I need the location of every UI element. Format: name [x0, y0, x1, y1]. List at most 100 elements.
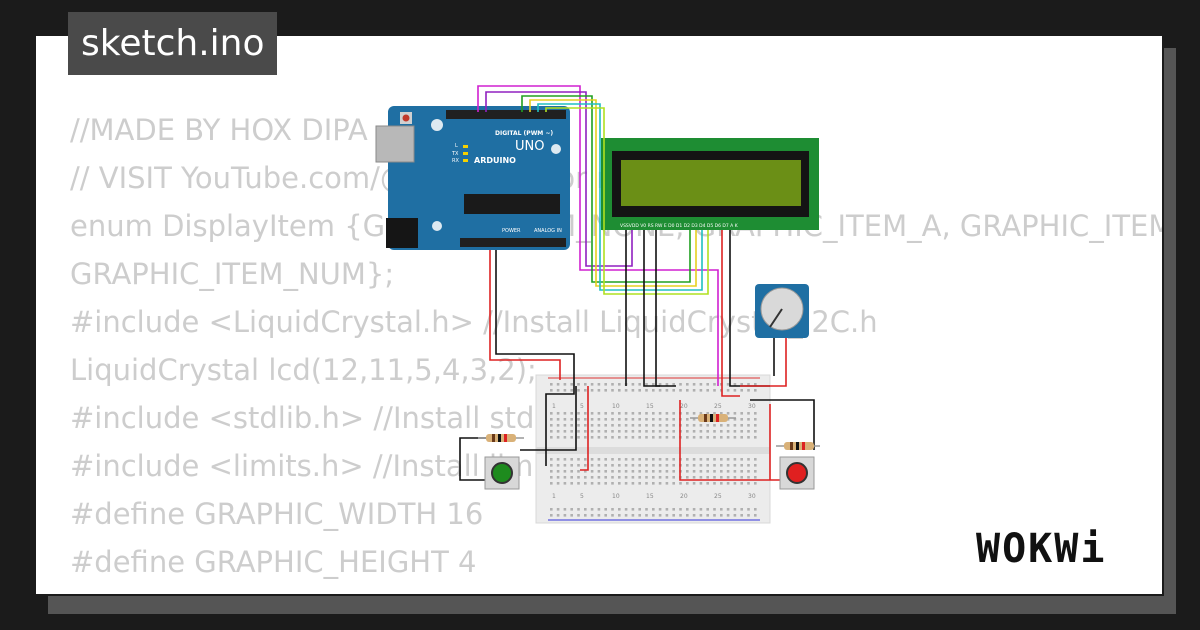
breadboard-hole: [733, 412, 737, 415]
resistor[interactable]: [690, 414, 736, 422]
breadboard-hole: [652, 383, 655, 386]
breadboard-hole: [597, 383, 601, 386]
breadboard-hole: [597, 389, 601, 392]
breadboard-hole: [740, 470, 743, 473]
breadboard-hole: [726, 514, 730, 517]
breadboard-hole: [556, 464, 560, 467]
breadboard-hole: [631, 430, 635, 433]
arduino-uno[interactable]: DIGITAL (PWM ~) UNO ARDUINO L TX RX POWE…: [375, 106, 570, 250]
resistor[interactable]: [478, 434, 524, 442]
breadboard-hole: [597, 464, 601, 467]
breadboard-hole: [713, 383, 716, 386]
breadboard-hole: [672, 430, 675, 433]
breadboard-hole: [665, 508, 669, 511]
breadboard-hole: [740, 412, 743, 415]
breadboard-hole: [665, 418, 669, 421]
breadboard-hole: [550, 412, 553, 415]
l-led-label: L: [455, 143, 458, 149]
reset-button[interactable]: [402, 114, 410, 122]
uno-label: UNO: [515, 139, 544, 154]
wire-lime: [545, 107, 709, 295]
code-line: #include <LiquidCrystal.h> //Install Liq…: [70, 305, 878, 339]
breadboard-hole: [550, 389, 553, 392]
breadboard-hole: [672, 383, 675, 386]
code-line: #include <stdlib.h> //Install stdlib.h: [70, 401, 597, 435]
breadboard-hole: [665, 514, 669, 517]
breadboard-hole: [658, 412, 662, 415]
breadboard-hole: [563, 436, 567, 439]
breadboard-hole: [597, 482, 601, 485]
wire-yellow: [529, 99, 697, 287]
potentiometer[interactable]: [755, 284, 809, 338]
breadboard-hole: [692, 470, 696, 473]
breadboard-hole: [590, 508, 594, 511]
breadboard-hole: [672, 389, 675, 392]
breadboard-hole: [550, 470, 553, 473]
breadboard-hole: [740, 383, 743, 386]
breadboard-hole: [686, 508, 689, 511]
bb-col-label: 1: [552, 493, 556, 500]
atmega-chip: [464, 194, 560, 214]
breadboard-hole: [604, 383, 607, 386]
breadboard-hole: [726, 476, 730, 479]
code-line: GRAPHIC_ITEM_NUM};: [70, 257, 395, 291]
breadboard-hole: [747, 508, 750, 511]
wire-red: [489, 250, 561, 380]
breadboard-hole: [563, 389, 567, 392]
breadboard-hole: [740, 389, 743, 392]
pushbutton-red[interactable]: [779, 456, 815, 490]
breadboard-hole: [618, 514, 621, 517]
breadboard-hole: [706, 389, 709, 392]
pushbutton-cap[interactable]: [491, 462, 513, 484]
breadboard-hole: [706, 464, 709, 467]
breadboard-hole: [754, 412, 757, 415]
breadboard-hole: [611, 436, 614, 439]
sketch-filename-tab[interactable]: sketch.ino: [68, 12, 278, 75]
pushbutton-green[interactable]: [484, 456, 520, 490]
circuit-diagram[interactable]: 1 5 10 15 20 25 30 1 5 10 15 20 25 30 DI…: [370, 80, 830, 530]
wokwi-logo[interactable]: WOKWi: [976, 526, 1107, 572]
breadboard-hole: [679, 482, 682, 485]
breadboard-hole: [584, 412, 587, 415]
breadboard-hole: [672, 464, 675, 467]
breadboard[interactable]: 1 5 10 15 20 25 30 1 5 10 15 20 25 30: [535, 374, 771, 524]
breadboard-hole: [638, 508, 641, 511]
breadboard-hole: [713, 412, 716, 415]
resistor[interactable]: [776, 442, 820, 450]
breadboard-hole: [645, 436, 648, 439]
breadboard-hole: [740, 458, 743, 461]
wire-red: [580, 386, 589, 471]
breadboard-hole: [584, 430, 587, 433]
breadboard-hole: [740, 464, 743, 467]
breadboard-hole: [713, 436, 716, 439]
breadboard-hole: [658, 514, 662, 517]
breadboard-hole: [652, 508, 655, 511]
breadboard-hole: [638, 412, 641, 415]
breadboard-hole: [590, 458, 594, 461]
pushbutton-cap[interactable]: [786, 462, 808, 484]
code-line: #define GRAPHIC_WIDTH 16: [70, 497, 484, 531]
breadboard-hole: [747, 458, 750, 461]
rx-led: [463, 159, 468, 162]
breadboard-hole: [631, 383, 635, 386]
breadboard-hole: [597, 436, 601, 439]
breadboard-hole: [652, 412, 655, 415]
breadboard-hole: [726, 482, 730, 485]
breadboard-hole: [590, 470, 594, 473]
breadboard-hole: [652, 464, 655, 467]
breadboard-hole: [550, 508, 553, 511]
breadboard-hole: [686, 383, 689, 386]
breadboard-hole: [692, 418, 696, 421]
breadboard-hole: [638, 389, 641, 392]
breadboard-hole: [686, 436, 689, 439]
breadboard-hole: [645, 424, 648, 427]
breadboard-hole: [570, 424, 573, 427]
breadboard-hole: [699, 383, 703, 386]
breadboard-hole: [747, 430, 750, 433]
breadboard-hole: [713, 482, 716, 485]
breadboard-hole: [638, 436, 641, 439]
breadboard-hole: [645, 508, 648, 511]
lcd-16x2[interactable]: VSSVDD V0 RS RW E D0 D1 D2 D3 D4 D5 D6 D…: [601, 138, 819, 230]
breadboard-hole: [720, 458, 723, 461]
breadboard-hole: [577, 383, 580, 386]
